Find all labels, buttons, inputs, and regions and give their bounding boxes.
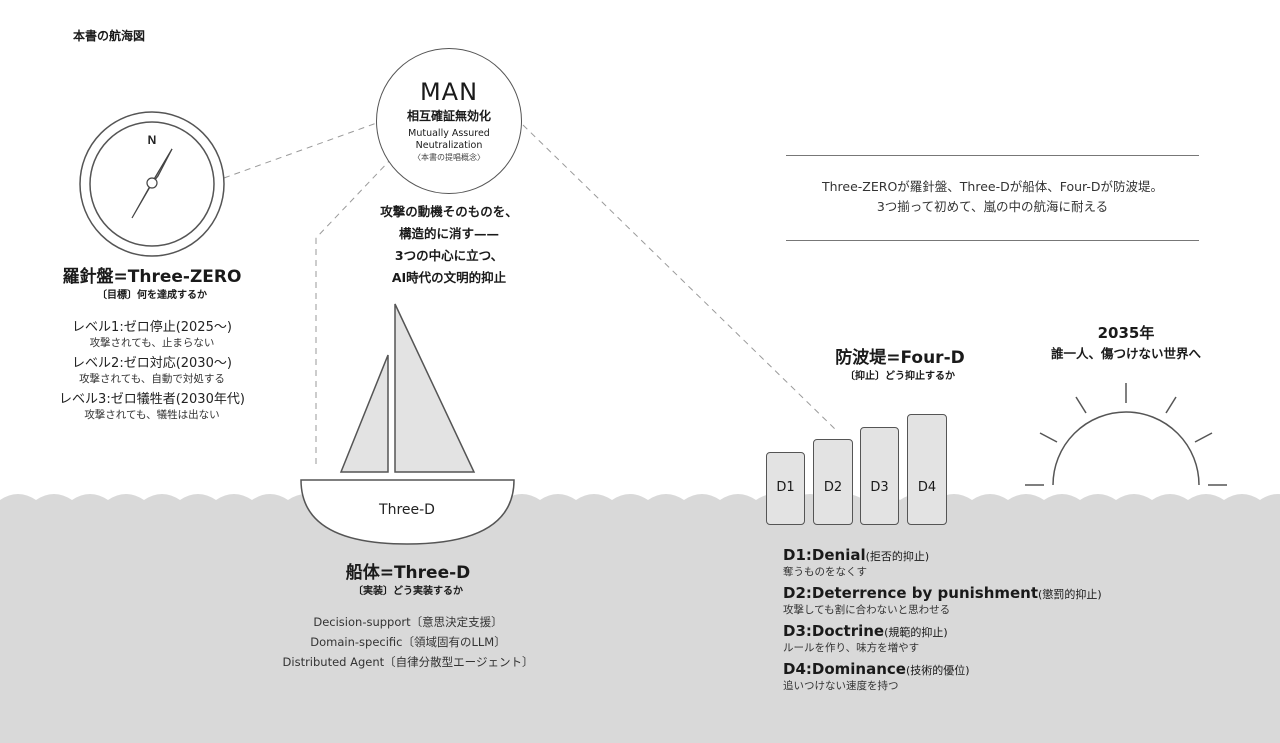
block-d2: D2 <box>813 439 853 525</box>
d4-desc: 追いつけない速度を持つ <box>783 680 899 692</box>
ship-hull <box>300 479 515 545</box>
d2-title: D2:Deterrence by punishment <box>783 584 1039 602</box>
man-jp: 相互確証無効化 <box>406 109 491 123</box>
man-circle: MAN 相互確証無効化 Mutually Assured Neutralizat… <box>376 48 522 194</box>
level-1-desc: 攻撃されても、止まらない <box>89 337 215 349</box>
breakwater-subtitle: 〔抑止〕どう抑止するか <box>845 371 955 382</box>
small-sail <box>339 354 389 473</box>
goal-text: 誰一人、傷つけない世界へ <box>1050 346 1201 361</box>
summary-text: Three-ZEROが羅針盤、Three-Dが船体、Four-Dが防波堤。 3つ… <box>786 177 1199 217</box>
d4-title: D4:Dominance <box>783 660 906 678</box>
hull-items: Decision-support〔意思決定支援〕 Domain-specific… <box>268 612 548 672</box>
tagline: 攻撃の動機そのものを、 構造的に消す—— 3つの中心に立つ、 AI時代の文明的抑… <box>348 201 550 289</box>
d3-desc: ルールを作り、味方を増やす <box>783 642 920 654</box>
compass-title: 羅針盤=Three-ZERO <box>62 267 242 287</box>
tagline-line: 攻撃の動機そのものを、 <box>380 204 518 219</box>
tagline-line: 3つの中心に立つ、 <box>394 248 504 263</box>
d2-desc: 攻撃しても割に合わないと思わせる <box>783 604 951 616</box>
d1-jp: (拒否的抑止) <box>865 550 930 563</box>
man-title: MAN <box>419 78 479 106</box>
summary-top-rule <box>786 155 1199 156</box>
connector-man-breakwater <box>522 124 837 431</box>
page-title: 本書の航海図 <box>73 29 146 43</box>
man-note: 〈本書の提唱概念〉 <box>413 153 485 162</box>
compass-subtitle: 〔目標〕何を達成するか <box>97 290 207 301</box>
level-3-label: レベル3:ゼロ犠牲者(2030年代) <box>59 392 245 407</box>
d4-title-row: D4:Dominance(技術的優位) <box>783 660 1123 680</box>
d3-title-row: D3:Doctrine(規範的抑止) <box>783 622 1123 642</box>
d3-title: D3:Doctrine <box>783 622 885 640</box>
breakwater-items: D1:Denial(拒否的抑止) 奪うものをなくす D2:Deterrence … <box>783 546 1123 698</box>
tagline-line: 構造的に消す—— <box>398 226 499 241</box>
block-d4: D4 <box>907 414 947 525</box>
d1-desc: 奪うものをなくす <box>783 566 867 578</box>
level-2-desc: 攻撃されても、自動で対処する <box>79 373 225 385</box>
d2-jp: (懲罰的抑止) <box>1038 588 1102 601</box>
summary-line-1: Three-ZEROが羅針盤、Three-Dが船体、Four-Dが防波堤。 <box>821 179 1164 194</box>
d2-title-row: D2:Deterrence by punishment(懲罰的抑止) <box>783 584 1123 604</box>
level-3-desc: 攻撃されても、犠牲は出ない <box>84 409 220 421</box>
block-d4-label: D4 <box>917 480 937 495</box>
compass-north-label: N <box>148 133 157 147</box>
ship-icon: Three-D <box>300 303 515 545</box>
hull-item: Domain-specific〔領域固有のLLM〕 <box>310 635 506 649</box>
hull-subtitle: 〔実装〕どう実装するか <box>353 586 463 597</box>
hull-item: Distributed Agent〔自律分散型エージェント〕 <box>282 655 534 669</box>
block-d1-label: D1 <box>776 480 795 495</box>
man-en-line1: Mutually Assured <box>408 128 490 139</box>
hull-item: Decision-support〔意思決定支援〕 <box>313 615 503 629</box>
hull-title: 船体=Three-D <box>345 563 471 583</box>
man-en-line2: Neutralization <box>415 140 483 151</box>
breakwater-title: 防波堤=Four-D <box>835 348 965 368</box>
connector-compass-man <box>223 119 386 179</box>
block-d3-label: D3 <box>870 480 889 495</box>
block-d2-label: D2 <box>823 480 843 495</box>
summary-line-2: 3つ揃って初めて、嵐の中の航海に耐える <box>876 199 1109 214</box>
block-d3: D3 <box>860 427 899 525</box>
level-2-label: レベル2:ゼロ対応(2030〜) <box>72 356 232 371</box>
d3-jp: (規範的抑止) <box>884 626 948 639</box>
compass-icon: N <box>79 111 225 257</box>
block-d1: D1 <box>766 452 805 525</box>
goal-year: 2035年 <box>1097 324 1155 342</box>
d4-jp: (技術的優位) <box>905 664 970 677</box>
tagline-line: AI時代の文明的抑止 <box>391 270 507 285</box>
large-sail <box>394 303 476 473</box>
level-1-label: レベル1:ゼロ停止(2025〜) <box>72 320 232 335</box>
connector-man-ship <box>315 157 393 239</box>
sea-wave <box>0 494 1280 743</box>
hull-label: Three-D <box>378 502 435 518</box>
d1-title-row: D1:Denial(拒否的抑止) <box>783 546 1123 566</box>
sun-icon <box>1025 383 1227 486</box>
summary-bottom-rule <box>786 240 1199 241</box>
compass-levels: レベル1:ゼロ停止(2025〜) 攻撃されても、止まらない レベル2:ゼロ対応(… <box>30 320 274 428</box>
d1-title: D1:Denial <box>783 546 866 564</box>
